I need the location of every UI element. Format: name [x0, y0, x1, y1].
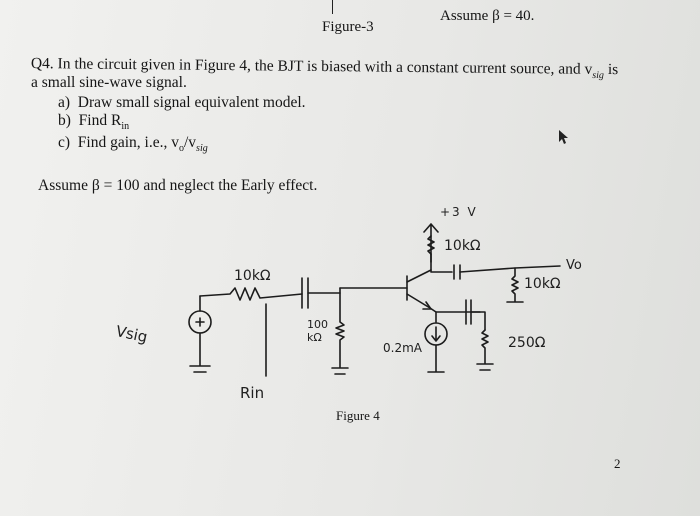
- rb-label-unit: kΩ: [307, 331, 322, 344]
- figure-4-caption: Figure 4: [336, 408, 380, 423]
- isrc-label: 0.2mA: [383, 341, 422, 355]
- rin-label: Rin: [240, 384, 265, 402]
- current-source-ground: [427, 344, 445, 373]
- vo-label: Vo: [566, 258, 582, 273]
- rc-label: 10kΩ: [444, 238, 481, 254]
- item-c: c) Find gain, i.e., vo/vsig: [58, 134, 208, 155]
- item-a: a) Draw small signal equivalent model.: [58, 94, 306, 111]
- vcc-label: +3 V: [440, 205, 478, 219]
- assume-beta-40: Assume β = 40.: [440, 8, 535, 24]
- output-cap: [453, 264, 461, 280]
- mouse-cursor-icon: [559, 130, 568, 144]
- vsig-ground: [189, 332, 211, 373]
- output-wire: [459, 265, 561, 273]
- bjt-emitter-arrow: [422, 301, 432, 310]
- rc-resistor: [427, 235, 435, 255]
- current-arrow: [431, 326, 441, 342]
- rb-node-wire: [307, 287, 341, 294]
- item-b: b) Find Rin: [58, 112, 130, 133]
- question-line-2: a small sine-wave signal.: [31, 74, 187, 91]
- rb-label-value: 100: [307, 318, 328, 331]
- re-resistor: [476, 329, 494, 371]
- rsig-label: 10kΩ: [234, 268, 271, 284]
- rl-resistor: [506, 267, 524, 303]
- input-cap: [301, 277, 309, 309]
- vsig-plus: [195, 317, 205, 327]
- rb-resistor: [331, 292, 349, 375]
- bjt-collector: [406, 269, 432, 283]
- figure-3-label: Figure-3: [322, 19, 374, 35]
- re-label: 250Ω: [508, 335, 546, 351]
- re-wire: [470, 311, 486, 331]
- collector-wire: [430, 253, 453, 273]
- emitter-wire: [435, 311, 481, 323]
- assume-beta-100: Assume β = 100 and neglect the Early eff…: [38, 177, 318, 194]
- page-number: 2: [614, 456, 621, 471]
- rsig-resistor: [199, 287, 303, 301]
- rl-label: 10kΩ: [524, 276, 561, 292]
- divider-line: [332, 0, 333, 14]
